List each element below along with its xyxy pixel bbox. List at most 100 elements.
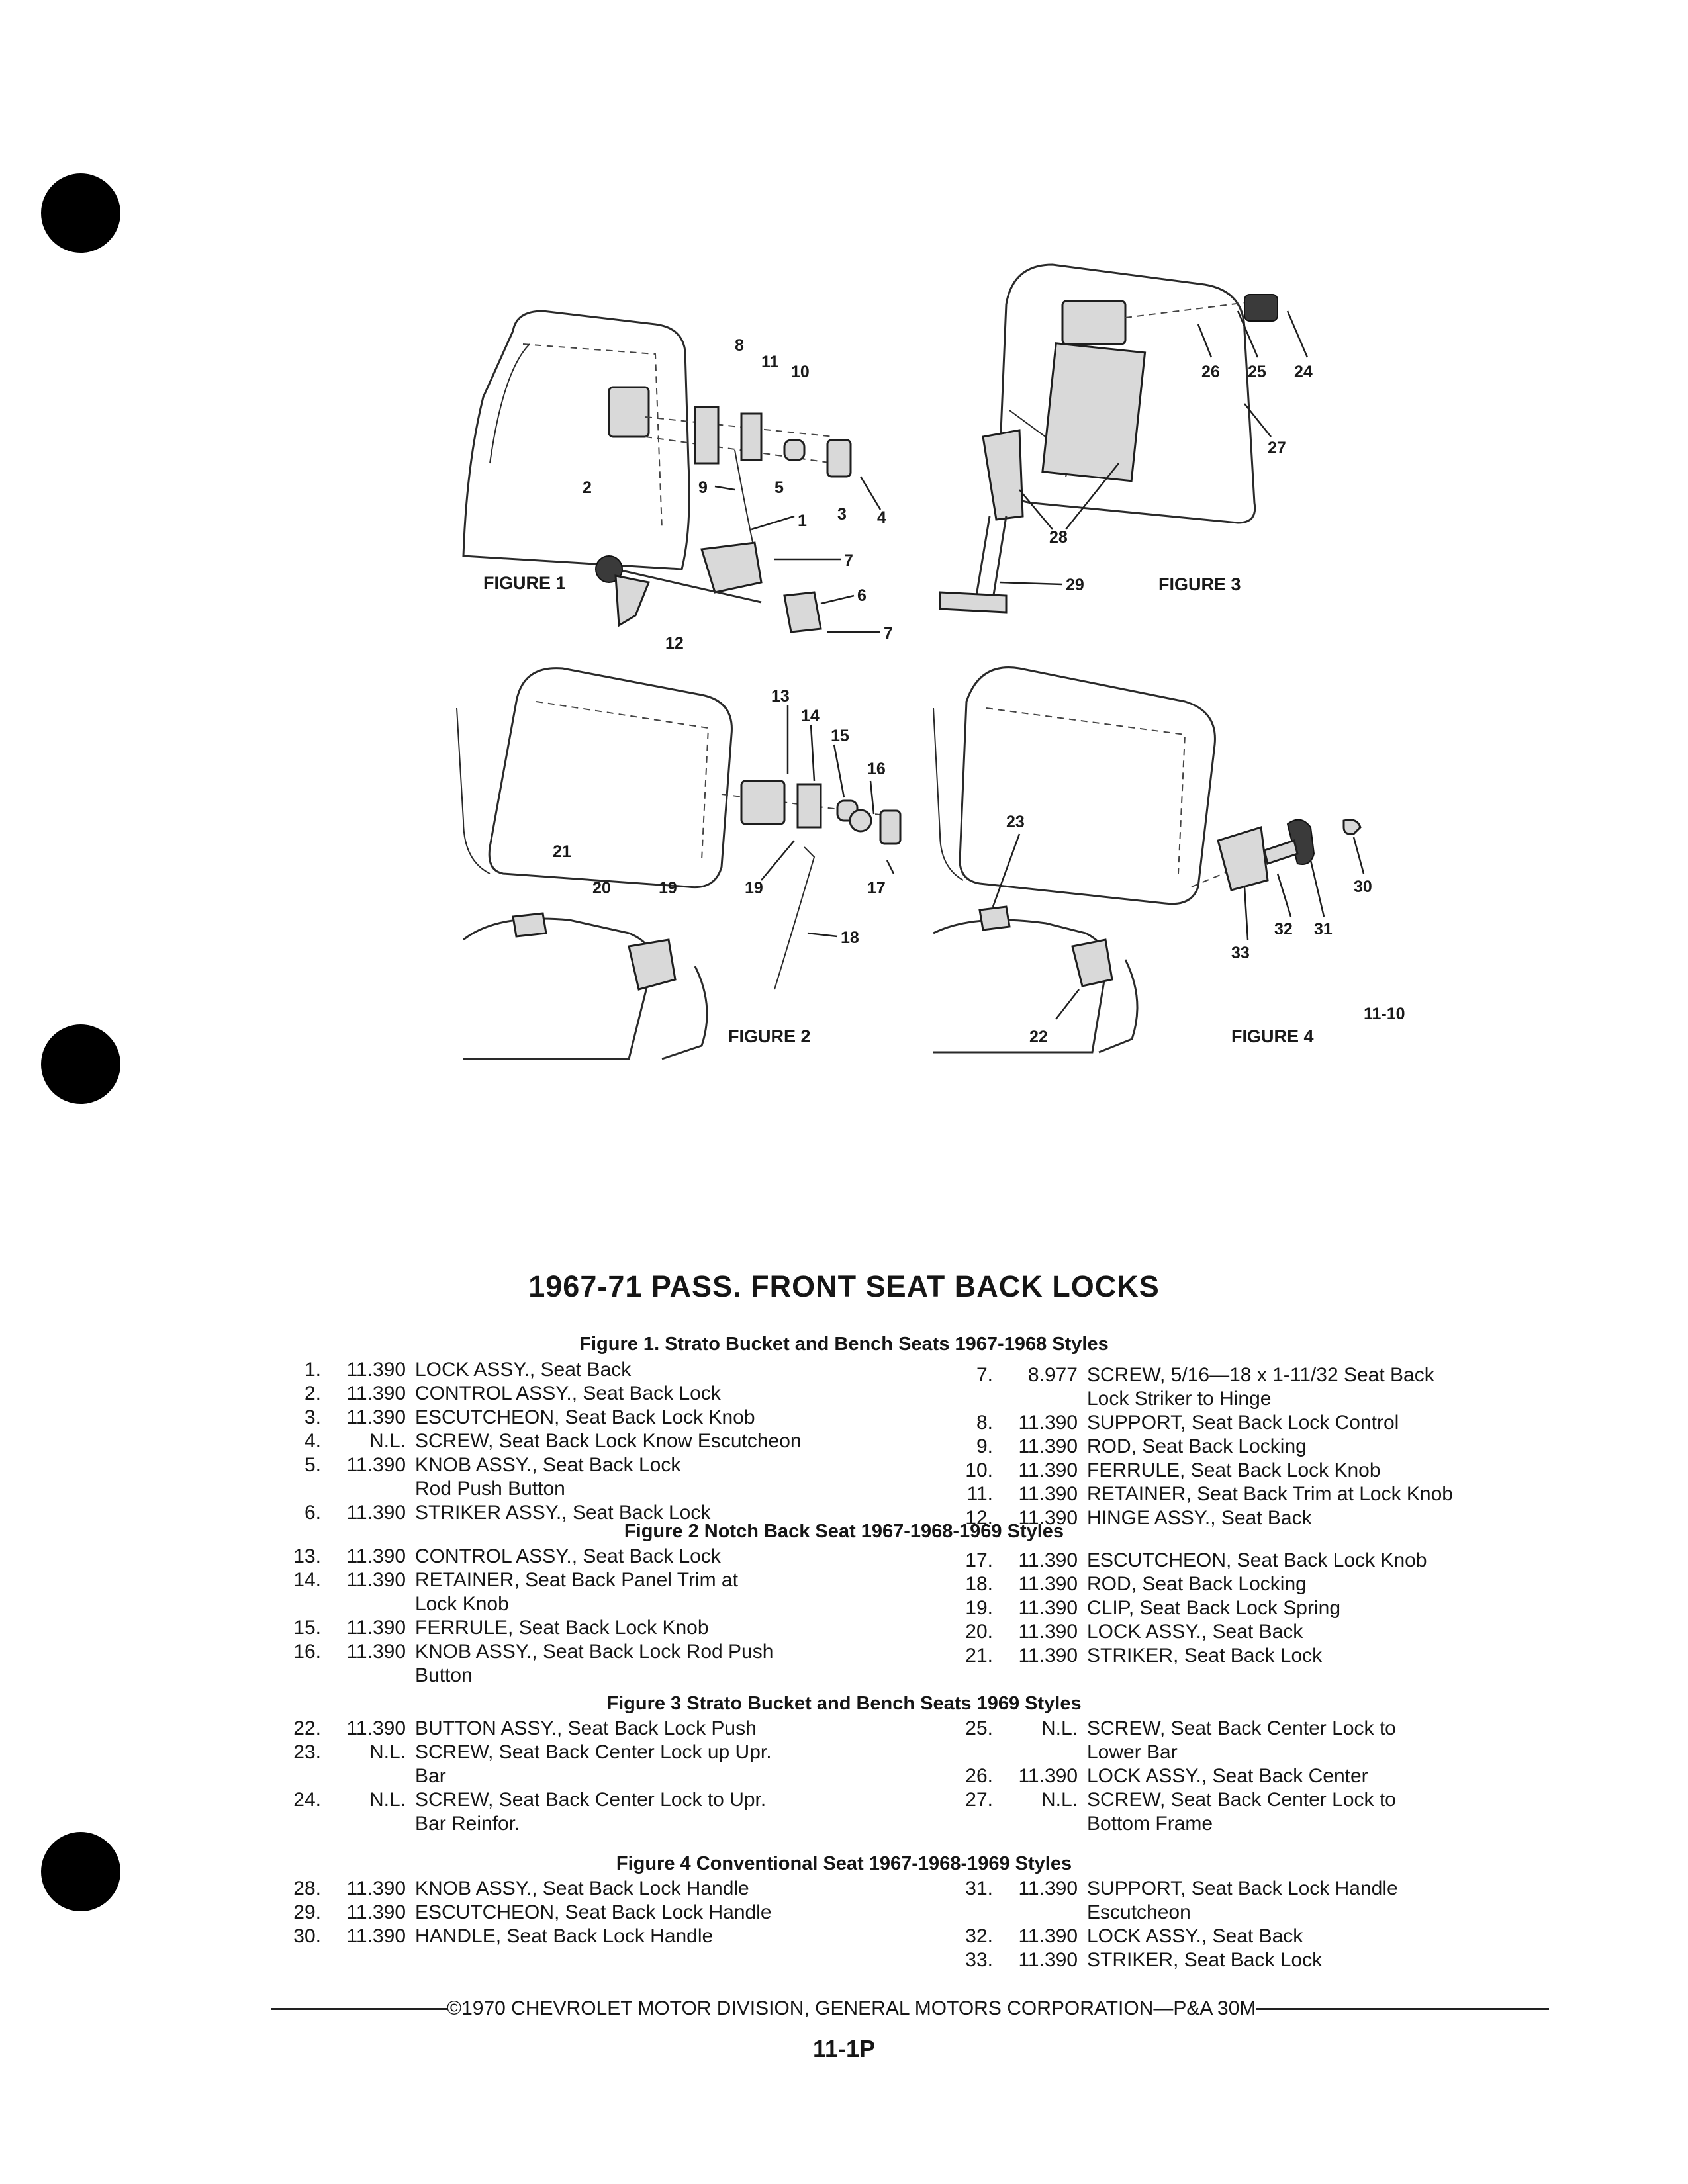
list-item: 24.N.L.SCREW, Seat Back Center Lock to U… xyxy=(293,1789,767,1811)
fig4-callout-31: 33 xyxy=(1231,944,1250,962)
fig1-striker xyxy=(783,591,822,633)
copyright-text: ©1970 CHEVROLET MOTOR DIVISION, GENERAL … xyxy=(447,1997,1256,2019)
list-item-continuation: Bar xyxy=(415,1765,446,1787)
fig2-rod xyxy=(774,846,816,990)
diagram-code: 11-10 xyxy=(1364,1005,1405,1023)
figure-2-label: FIGURE 2 xyxy=(728,1026,811,1046)
fig2-callout-19b: 19 xyxy=(659,879,677,897)
section-heading-figure-1: Figure 1. Strato Bucket and Bench Seats … xyxy=(579,1334,1109,1355)
fig3-push-button xyxy=(1244,294,1278,322)
fig4-callout-29: 31 xyxy=(1314,920,1333,938)
binder-hole-top xyxy=(41,173,120,253)
fig4-frame-rail xyxy=(1098,959,1139,1054)
fig3-center-lock-plate xyxy=(1041,342,1147,482)
fig1-callout-6: 6 xyxy=(857,586,867,605)
list-item-continuation: Rod Push Button xyxy=(415,1478,565,1500)
fig1-ferrule xyxy=(783,439,806,461)
fig2-escutcheon xyxy=(879,809,902,845)
list-item: 25.N.L.SCREW, Seat Back Center Lock to xyxy=(965,1717,1396,1739)
fig1-callout-4: 4 xyxy=(877,508,886,527)
fig4-callout-32: 22 xyxy=(1029,1028,1048,1046)
fig1-callout-10: 10 xyxy=(791,363,810,381)
fig1-callout-9: 9 xyxy=(698,478,708,497)
figure-4-label: FIGURE 4 xyxy=(1231,1026,1314,1046)
fig2-callout-17: 17 xyxy=(867,879,886,897)
fig1-callout-1: 1 xyxy=(798,512,807,530)
fig1-callout-7b: 7 xyxy=(884,624,893,643)
fig2-seat-back xyxy=(488,667,733,889)
list-item-continuation: Lock Striker to Hinge xyxy=(1087,1388,1272,1410)
fig3-callout-22: 24 xyxy=(1294,363,1313,381)
fig3-callout-26: 28 xyxy=(1049,528,1068,547)
list-item-continuation: Escutcheon xyxy=(1087,1901,1191,1923)
section-heading-figure-4: Figure 4 Conventional Seat 1967-1968-196… xyxy=(616,1853,1072,1874)
section-heading-figure-3: Figure 3 Strato Bucket and Bench Seats 1… xyxy=(606,1693,1082,1714)
fig2-callout-21: 21 xyxy=(553,842,571,861)
fig1-callout-11: 11 xyxy=(761,353,779,371)
list-item-continuation: Lower Bar xyxy=(1087,1741,1178,1763)
fig2-striker xyxy=(512,912,547,938)
fig1-retainer xyxy=(740,412,763,461)
fig3-lock-assy-lower xyxy=(982,429,1024,521)
fig3-callout-25: 27 xyxy=(1268,439,1286,457)
fig3-callout-23: 25 xyxy=(1248,363,1266,381)
section-3-right-list: 25.N.L.SCREW, Seat Back Center Lock to L… xyxy=(947,1717,1562,1836)
figure-1-drawing: 1 2 3 4 5 6 7 7 8 9 10 11 12 FIGURE 1 xyxy=(462,310,893,653)
list-item: 4.N.L.SCREW, Seat Back Lock Know Escutch… xyxy=(304,1430,802,1452)
fig1-callout-8: 8 xyxy=(735,336,744,355)
fig4-seat-back xyxy=(959,666,1216,905)
fig4-handle xyxy=(1263,839,1299,865)
list-item-continuation: Button xyxy=(415,1664,473,1686)
fig2-retainer xyxy=(796,783,822,829)
fig2-callout-18: 18 xyxy=(841,929,859,947)
fig2-callout-15: 15 xyxy=(831,727,849,745)
list-item-continuation: Bar Reinfor. xyxy=(415,1813,520,1835)
figure-2-drawing: 13 14 15 16 17 18 19 19 20 21 FIGURE 2 xyxy=(456,667,902,1060)
fig2-callout-20: 20 xyxy=(592,879,611,897)
figure-1-label: FIGURE 1 xyxy=(483,573,566,593)
fig1-callout-7a: 7 xyxy=(844,551,853,570)
fig4-callout-33: 23 xyxy=(1006,813,1025,831)
page-title: 1967-71 PASS. FRONT SEAT BACK LOCKS xyxy=(528,1269,1160,1303)
binder-hole-bottom xyxy=(41,1832,120,1911)
fig4-knob xyxy=(1342,819,1362,835)
fig2-frame-rail xyxy=(661,966,708,1060)
fig4-callout-28: 30 xyxy=(1354,878,1372,896)
fig2-knob xyxy=(849,809,872,833)
seat-back-lock-diagram: 1 2 3 4 5 6 7 7 8 9 10 11 12 FIGURE 1 24… xyxy=(456,263,1405,1060)
fig4-striker xyxy=(978,905,1011,931)
fig2-lock-assy xyxy=(628,938,677,991)
fig1-callout-3: 3 xyxy=(837,505,847,523)
fig1-support xyxy=(694,406,720,465)
list-item-continuation: Bottom Frame xyxy=(1087,1813,1213,1835)
fig4-seat-cushion xyxy=(933,919,1108,1054)
list-item: 23.N.L.SCREW, Seat Back Center Lock up U… xyxy=(293,1741,772,1763)
fig1-lock-assy xyxy=(700,541,763,594)
fig1-callout-5: 5 xyxy=(774,478,784,497)
fig3-base-frame xyxy=(939,591,1008,614)
